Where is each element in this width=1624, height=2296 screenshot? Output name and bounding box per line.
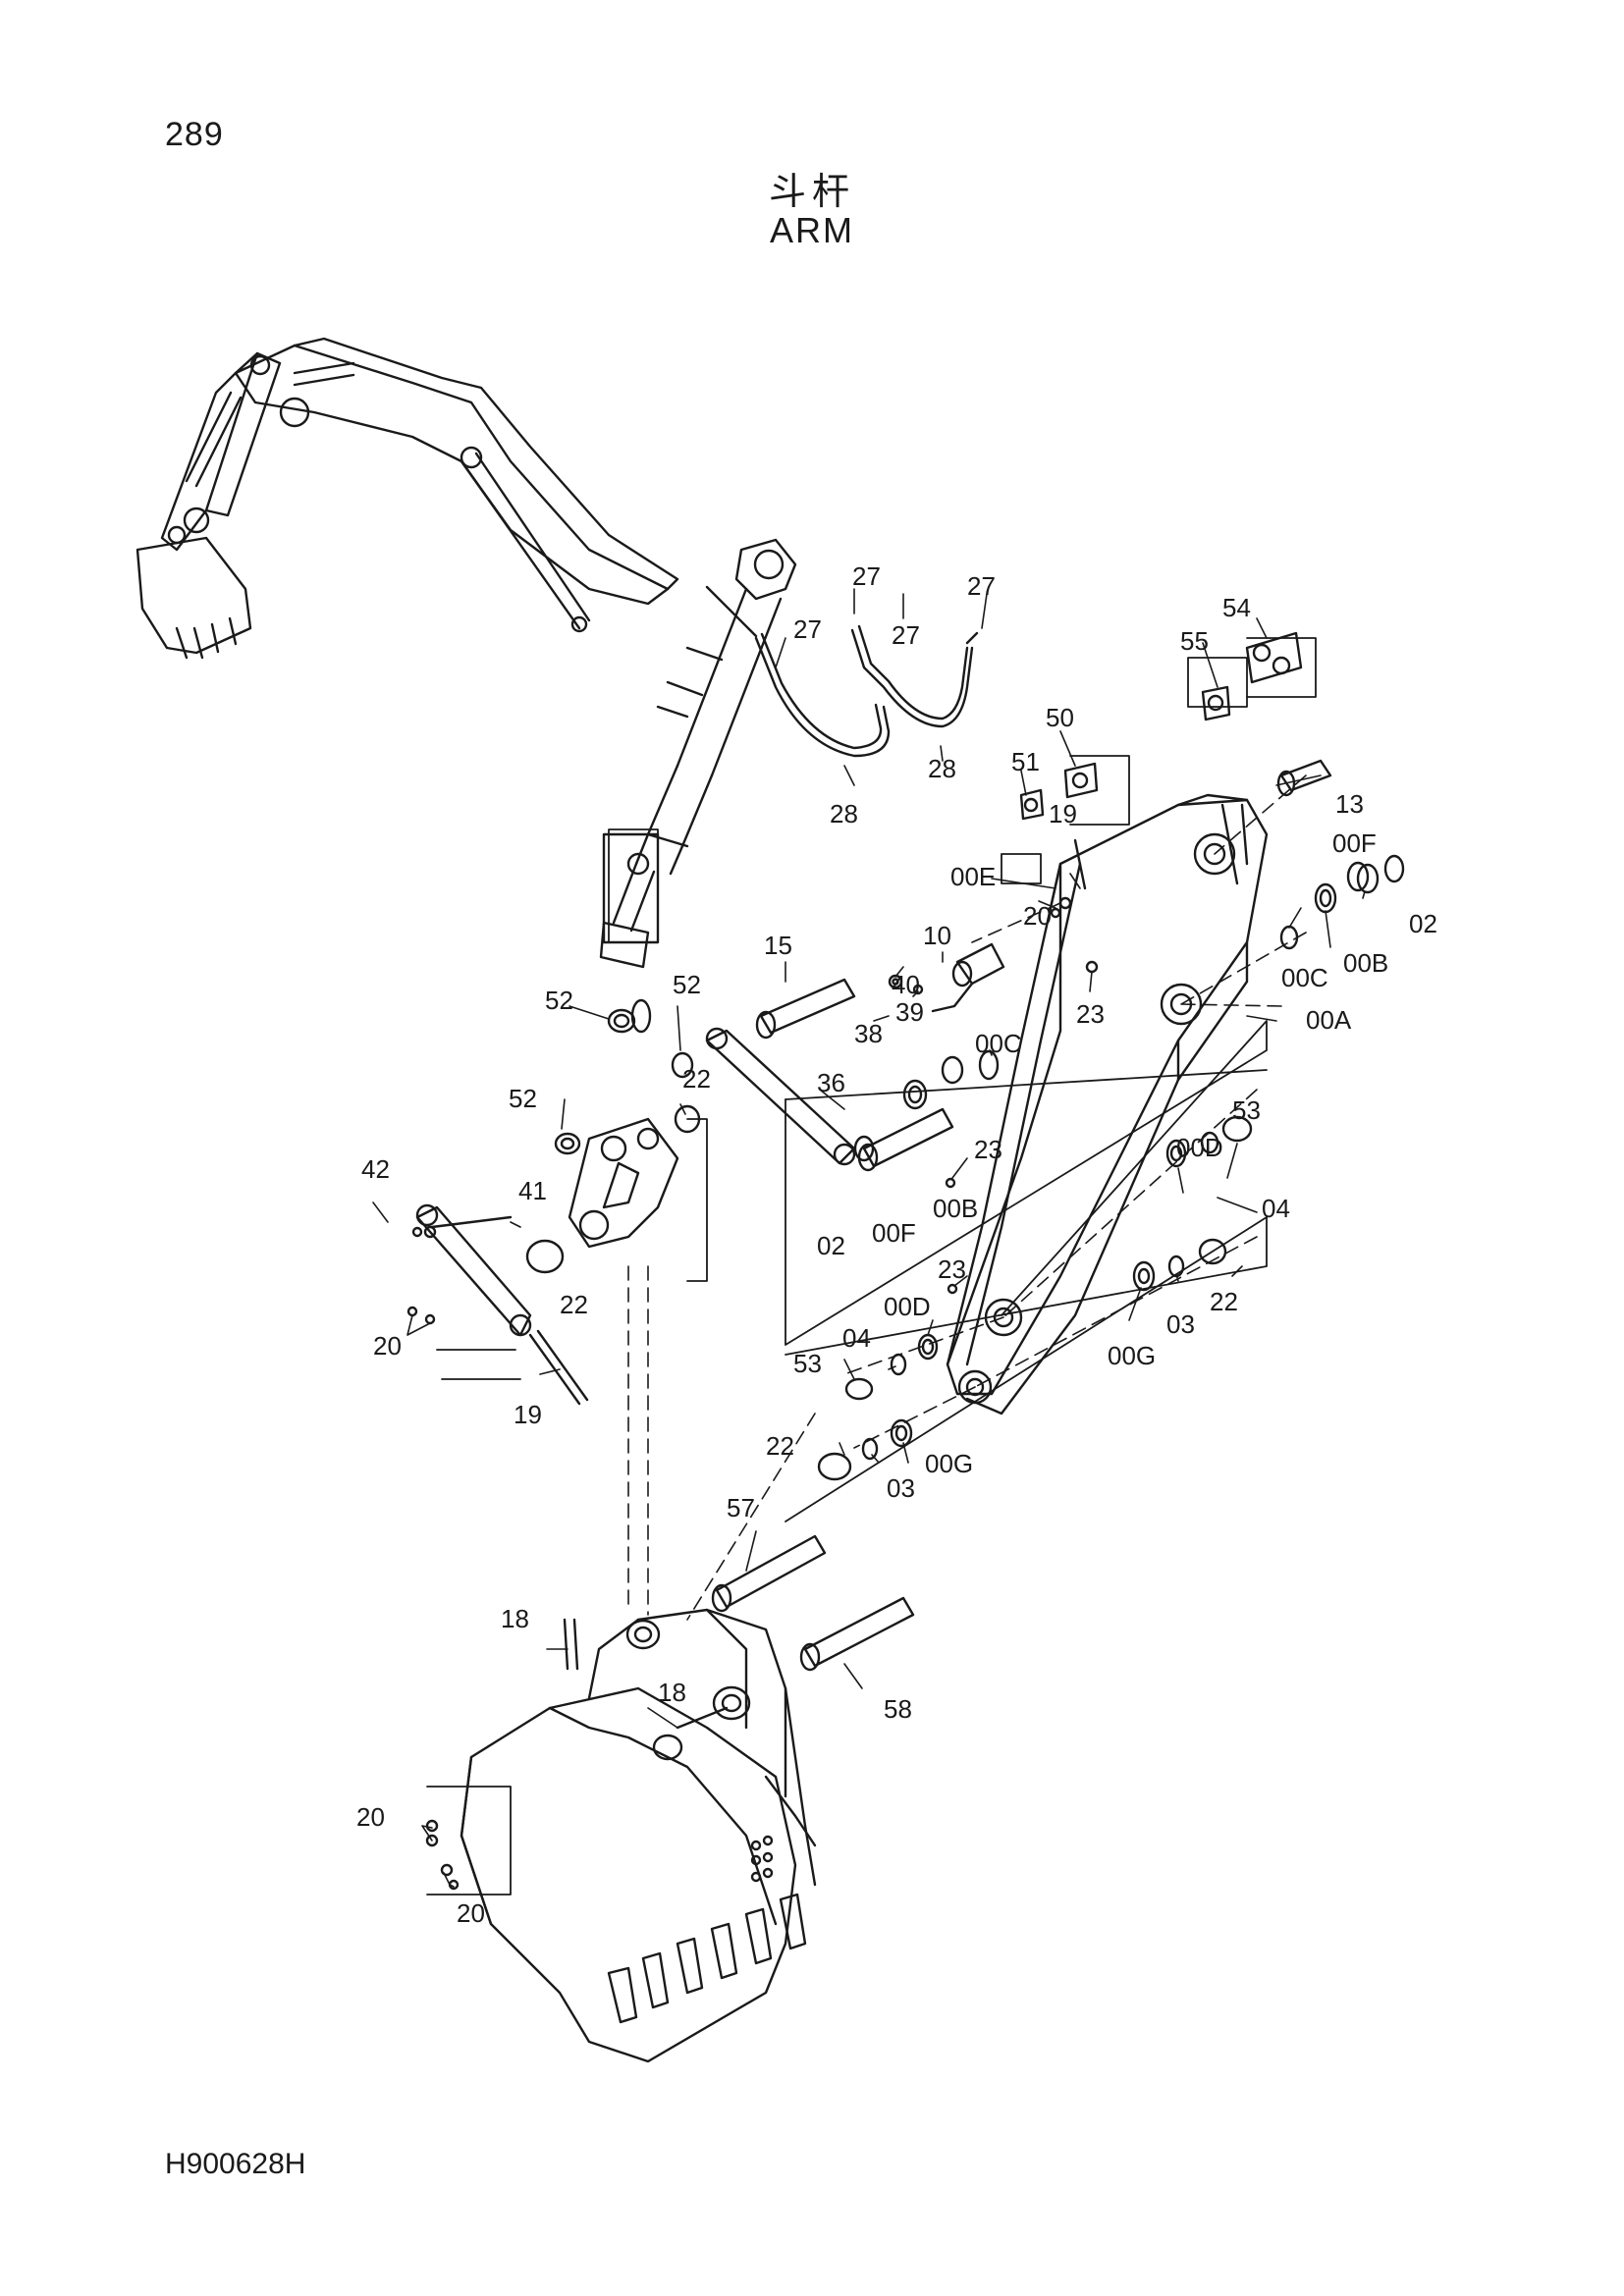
label-27: 27 [892, 620, 920, 650]
title-english: ARM [770, 210, 854, 250]
page-number: 289 [165, 116, 224, 153]
title-chinese: 斗杆 [768, 170, 855, 213]
document-code: H900628H [165, 2148, 306, 2180]
label-03: 03 [887, 1473, 915, 1503]
label-38: 38 [854, 1019, 883, 1048]
label-55: 55 [1180, 626, 1209, 656]
label-53: 53 [793, 1349, 822, 1378]
label-04: 04 [842, 1323, 871, 1353]
excavator-inset-illustration [135, 337, 679, 660]
label-22: 22 [560, 1290, 588, 1319]
label-28: 28 [928, 754, 956, 783]
label-42: 42 [361, 1154, 390, 1184]
arm-cylinder-illustration [599, 538, 797, 969]
label-28: 28 [830, 799, 858, 828]
label-10: 10 [923, 921, 951, 950]
label-53: 53 [1232, 1095, 1261, 1125]
label-20: 20 [457, 1898, 485, 1928]
label-50: 50 [1046, 703, 1074, 732]
arm-structure [946, 793, 1269, 1415]
part-number-labels: 00A 00B 00C 00F 02 00E 10 13 15 19 20 23… [356, 561, 1437, 1928]
label-00A: 00A [1306, 1005, 1352, 1035]
label-40: 40 [892, 970, 920, 999]
label-39: 39 [895, 997, 924, 1027]
label-27: 27 [793, 614, 822, 644]
label-27: 27 [852, 561, 881, 591]
label-58: 58 [884, 1694, 912, 1724]
label-23: 23 [1076, 999, 1105, 1029]
rings-and-seals [406, 854, 1405, 1891]
label-00B: 00B [933, 1194, 978, 1223]
label-51: 51 [1011, 747, 1040, 776]
label-00D: 00D [1176, 1133, 1223, 1162]
label-20: 20 [1023, 901, 1052, 931]
label-03: 03 [1166, 1309, 1195, 1339]
label-20: 20 [356, 1802, 385, 1832]
label-27: 27 [967, 571, 996, 601]
bucket-illustration [460, 1608, 817, 2063]
label-00C: 00C [975, 1029, 1022, 1058]
label-54: 54 [1222, 593, 1251, 622]
label-41: 41 [518, 1176, 547, 1205]
label-52: 52 [673, 970, 701, 999]
label-22: 22 [1210, 1287, 1238, 1316]
pins [430, 759, 1332, 1730]
shim-plates [1019, 631, 1303, 821]
label-00C: 00C [1281, 963, 1328, 992]
label-20: 20 [373, 1331, 402, 1361]
label-00G: 00G [925, 1449, 973, 1478]
hose-lines [705, 585, 979, 758]
label-19: 19 [514, 1400, 542, 1429]
label-00F: 00F [872, 1218, 916, 1248]
label-23: 23 [974, 1135, 1002, 1164]
label-00E: 00E [950, 862, 996, 891]
label-02: 02 [817, 1231, 845, 1260]
label-15: 15 [764, 931, 792, 960]
label-52: 52 [509, 1084, 537, 1113]
label-13: 13 [1335, 789, 1364, 819]
bucket-link-parts [415, 1027, 856, 1337]
label-02: 02 [1409, 909, 1437, 938]
label-00G: 00G [1108, 1341, 1156, 1370]
label-57: 57 [727, 1493, 755, 1522]
label-04: 04 [1262, 1194, 1290, 1223]
label-22: 22 [682, 1064, 711, 1094]
label-00B: 00B [1343, 948, 1388, 978]
label-00F: 00F [1332, 828, 1377, 858]
label-22: 22 [766, 1431, 794, 1461]
label-52: 52 [545, 986, 573, 1015]
label-36: 36 [817, 1068, 845, 1097]
label-19: 19 [1049, 799, 1077, 828]
label-18: 18 [501, 1604, 529, 1633]
leader-lines [372, 588, 1366, 1888]
label-23: 23 [938, 1255, 966, 1284]
label-18: 18 [658, 1678, 686, 1707]
label-00D: 00D [884, 1292, 931, 1321]
